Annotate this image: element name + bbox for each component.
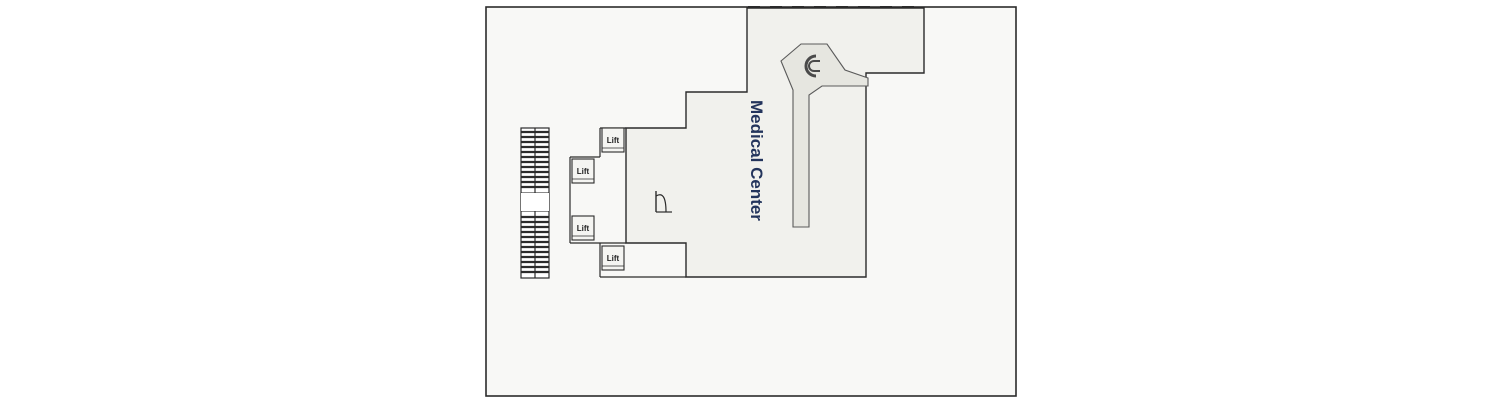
- lift-label-1: Lift: [607, 136, 620, 145]
- lift-label-2: Lift: [577, 167, 590, 176]
- medical-center-label: Medical Center: [747, 100, 766, 221]
- lift-label-3: Lift: [577, 224, 590, 233]
- lift-box-4[interactable]: Lift: [601, 245, 625, 271]
- lift-box-3[interactable]: Lift: [571, 215, 595, 241]
- lift-label-4: Lift: [607, 254, 620, 263]
- staircase: [520, 127, 550, 279]
- escalator-icon: [804, 54, 820, 78]
- door-symbol: [655, 191, 672, 213]
- corridor-ramp: [780, 43, 869, 228]
- lift-box-1[interactable]: Lift: [601, 127, 625, 153]
- lift-box-2[interactable]: Lift: [571, 158, 595, 184]
